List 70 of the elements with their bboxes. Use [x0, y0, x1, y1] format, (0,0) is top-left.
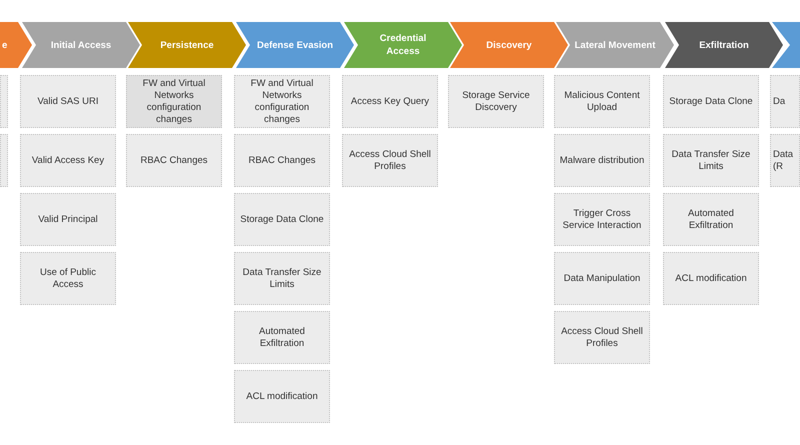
tactic-title: Discovery	[486, 38, 532, 52]
technique-box	[663, 252, 759, 305]
technique-label: ACL modification	[674, 272, 748, 284]
technique-label: Automated Exfiltration	[687, 208, 735, 232]
technique-label: Valid Access Key	[30, 154, 106, 166]
tactic-header	[665, 22, 783, 68]
technique-label: Data Transfer Size Limits	[670, 148, 752, 172]
technique-box	[20, 252, 116, 305]
tactic-header	[22, 22, 140, 68]
technique-box	[448, 75, 544, 128]
technique-box	[770, 134, 800, 187]
technique-label: RBAC Changes	[247, 154, 317, 166]
technique-box	[20, 193, 116, 246]
tactic-title: Credential Access	[378, 32, 428, 58]
tactic-title: Persistence	[160, 38, 214, 52]
technique-box	[0, 134, 8, 187]
technique-box	[663, 75, 759, 128]
tactic-title: Lateral Movement	[574, 38, 656, 52]
technique-box	[0, 75, 8, 128]
tactic-header	[772, 22, 800, 68]
technique-box	[234, 134, 330, 187]
technique-label: Malware distribution	[558, 154, 646, 166]
tactic-title: Defense Evasion	[256, 38, 334, 52]
technique-box	[20, 75, 116, 128]
technique-box	[342, 75, 438, 128]
technique-box	[663, 134, 759, 187]
technique-box	[234, 370, 330, 423]
technique-box	[20, 134, 116, 187]
technique-label: FW and Virtual Networks configuration changes	[142, 78, 206, 126]
tactic-header	[344, 22, 462, 68]
technique-label: Storage Data Clone	[239, 214, 325, 226]
technique-box	[770, 75, 800, 128]
technique-label: Data (R	[772, 148, 794, 172]
technique-label: Automated Exfiltration	[258, 326, 306, 350]
technique-label: FW and Virtual Networks configuration changes	[250, 78, 314, 126]
tactic-title: Initial Access	[50, 38, 112, 52]
technique-box	[554, 75, 650, 128]
technique-label: RBAC Changes	[139, 154, 209, 166]
technique-box	[234, 252, 330, 305]
tactic-header	[556, 22, 674, 68]
technique-box	[554, 193, 650, 246]
tactic-title: Exfiltration	[699, 38, 749, 52]
tactic-title: e	[2, 38, 8, 52]
tactic-header	[450, 22, 568, 68]
technique-label: Access Cloud Shell Profiles	[348, 148, 432, 172]
technique-box	[554, 252, 650, 305]
technique-box	[342, 134, 438, 187]
tactic-header	[236, 22, 354, 68]
technique-label: Storage Data Clone	[668, 96, 754, 108]
technique-label: Access Cloud Shell Profiles	[560, 326, 644, 350]
technique-box	[663, 193, 759, 246]
technique-label: Malicious Content Upload	[563, 90, 641, 114]
technique-label: ACL modification	[245, 390, 319, 402]
tactic-header	[128, 22, 246, 68]
technique-label: Use of Public Access	[39, 266, 97, 290]
technique-box	[234, 193, 330, 246]
technique-label: Valid SAS URI	[36, 96, 100, 108]
technique-box	[234, 311, 330, 364]
technique-label: Valid Principal	[37, 214, 99, 226]
technique-box	[126, 75, 222, 128]
technique-box	[554, 311, 650, 364]
technique-box	[554, 134, 650, 187]
technique-box	[234, 75, 330, 128]
technique-box	[126, 134, 222, 187]
technique-label: Trigger Cross Service Interaction	[562, 208, 642, 232]
technique-label: Da	[772, 96, 786, 108]
technique-label: Data Manipulation	[562, 272, 642, 284]
technique-label: Data Transfer Size Limits	[242, 266, 322, 290]
technique-label: Storage Service Discovery	[461, 90, 531, 114]
technique-label: Access Key Query	[350, 96, 430, 108]
